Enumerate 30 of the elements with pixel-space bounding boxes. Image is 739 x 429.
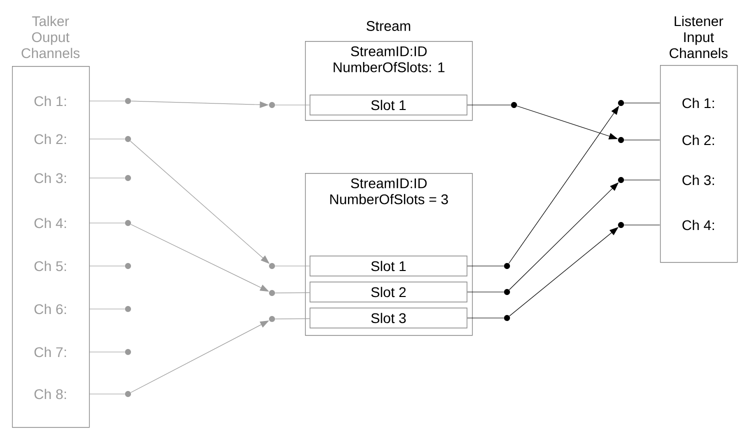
channel-label: Ch 2: — [34, 134, 66, 144]
channel-label: Ch 3: — [682, 174, 714, 186]
channel-label: Ch 6: — [34, 304, 66, 314]
connector-line — [624, 224, 660, 226]
slot-box: Slot 1 — [310, 256, 468, 276]
channel-label: Ch 4: — [34, 218, 66, 228]
channel-label: Ch 3: — [34, 172, 66, 184]
connector-line — [624, 102, 660, 104]
channel-label: Ch 4: — [682, 220, 714, 230]
connector-line — [274, 292, 310, 294]
connector-line — [88, 138, 126, 140]
slot-box: Slot 1 — [310, 94, 468, 116]
heading-text: Listener Input Channels — [670, 16, 728, 58]
slot-box: Slot 2 — [310, 282, 468, 302]
connector-line — [467, 104, 512, 106]
arrow — [509, 227, 618, 316]
connector-line — [274, 104, 310, 106]
connector-line — [274, 318, 310, 320]
channel-label: Ch 8: — [34, 388, 66, 400]
connector-line — [88, 308, 126, 310]
channel-label: Ch 1: — [34, 96, 66, 106]
channel-label: Ch 2: — [682, 134, 714, 146]
channel-label: Ch 5: — [34, 260, 66, 272]
channel-label: Ch 7: — [34, 346, 66, 358]
channel-label: Ch 1: — [682, 98, 714, 108]
heading-text: Stream — [366, 21, 410, 31]
connector-line — [88, 222, 126, 224]
connector-line — [88, 100, 126, 102]
heading-text: Talker Ouput Channels — [22, 16, 80, 58]
slot-box: Slot 3 — [310, 308, 468, 328]
